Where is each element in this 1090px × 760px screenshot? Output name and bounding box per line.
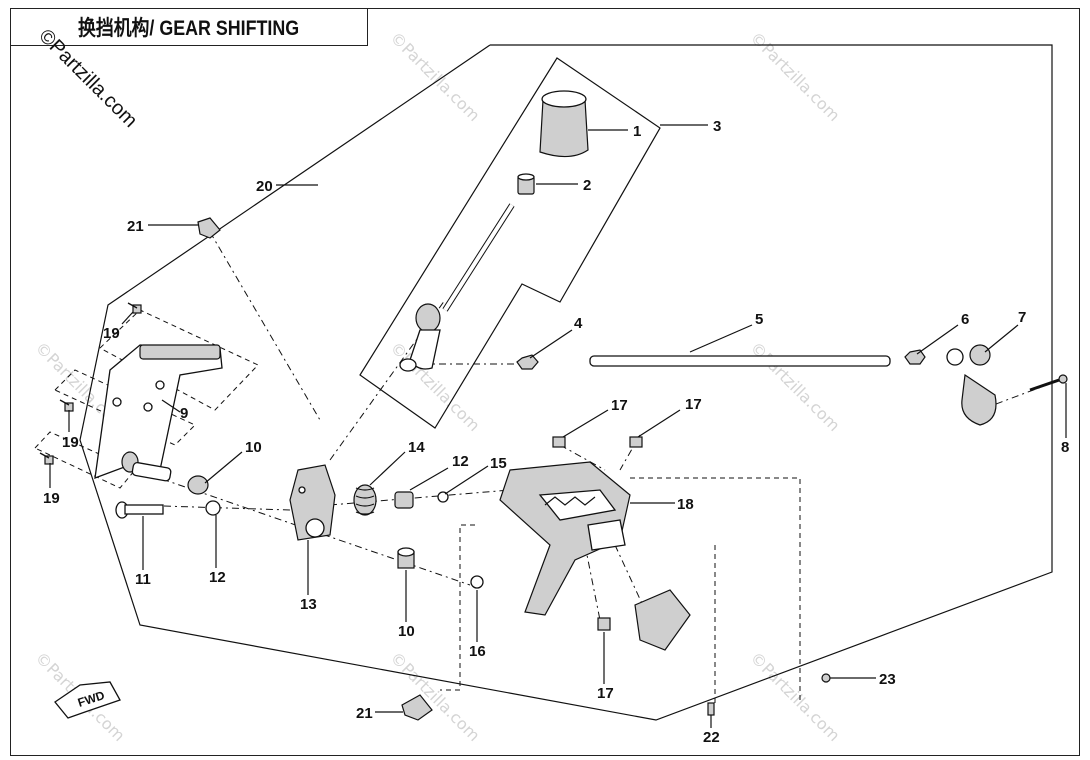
bolt-part-19 xyxy=(39,452,54,465)
callout-4: 4 xyxy=(574,315,583,332)
axis-line xyxy=(329,489,511,506)
assembly-outline-20 xyxy=(79,44,1053,721)
washer-part-23 xyxy=(821,673,831,683)
dashed-panel xyxy=(54,369,196,446)
bolt-part-17 xyxy=(629,436,643,448)
callout-16: 16 xyxy=(469,643,486,660)
callout-7: 7 xyxy=(1018,309,1026,326)
nut-part-4 xyxy=(516,354,539,370)
callout-19: 19 xyxy=(43,490,60,507)
ball-joint-arm-part-7 xyxy=(946,344,997,426)
axis-line xyxy=(584,544,601,621)
leader-line xyxy=(409,467,449,491)
callout-21: 21 xyxy=(127,218,144,235)
title-box xyxy=(10,8,368,46)
pin-part-11 xyxy=(115,501,164,519)
callout-21: 21 xyxy=(356,705,373,722)
dashed-bracket xyxy=(440,524,475,691)
callout-13: 13 xyxy=(300,596,317,613)
callout-6: 6 xyxy=(961,311,969,328)
leader-line xyxy=(161,399,181,413)
callout-14: 14 xyxy=(408,439,425,456)
leader-line xyxy=(529,329,573,359)
callout-18: 18 xyxy=(677,496,694,513)
bolt-part-17 xyxy=(597,617,611,631)
shift-gate-part-18 xyxy=(499,461,631,616)
leader-line xyxy=(916,324,959,355)
callout-11: 11 xyxy=(135,571,151,588)
leader-line xyxy=(562,409,609,438)
bolt-part-19 xyxy=(59,399,74,412)
callout-23: 23 xyxy=(879,671,896,688)
callout-12: 12 xyxy=(209,569,226,586)
callout-17: 17 xyxy=(611,397,628,414)
callout-10: 10 xyxy=(245,439,262,456)
callout-8: 8 xyxy=(1061,439,1069,456)
leader-line xyxy=(689,324,753,353)
leader-line xyxy=(204,451,243,484)
shift-lever xyxy=(399,203,515,372)
callout-3: 3 xyxy=(713,118,721,135)
shift-knob-part-1 xyxy=(539,90,589,158)
callout-20: 20 xyxy=(256,178,273,195)
bushing-part-10 xyxy=(397,547,415,569)
leader-line xyxy=(121,311,134,325)
callout-17: 17 xyxy=(597,685,614,702)
callout-19: 19 xyxy=(103,325,120,342)
bolt-part-17 xyxy=(552,436,566,448)
clip-part-21 xyxy=(197,217,221,239)
bushing-part-12 xyxy=(394,491,414,509)
leader-line xyxy=(984,324,1019,353)
clip-part-21 xyxy=(401,694,433,721)
nut-part-6 xyxy=(904,349,926,365)
callout-1: 1 xyxy=(633,123,641,140)
diagram-frame xyxy=(10,8,1080,756)
leader-line xyxy=(369,451,406,486)
spring-part-14 xyxy=(353,484,377,516)
dashed-bracket xyxy=(630,477,801,700)
washer-part-15 xyxy=(437,491,449,503)
bushing-part-10 xyxy=(187,475,209,495)
nut-part-2 xyxy=(517,173,535,195)
washer-part-16 xyxy=(470,575,484,589)
leader-line xyxy=(444,465,489,495)
fwd-arrow-icon: FWD xyxy=(54,681,121,719)
bolt-part-8 xyxy=(1029,374,1068,392)
washer-part-12 xyxy=(205,500,221,516)
callout-15: 15 xyxy=(490,455,507,472)
assembly-outline-3 xyxy=(359,57,661,429)
diagram-title: 换挡机构/ GEAR SHIFTING xyxy=(78,17,300,40)
cap xyxy=(634,589,691,651)
callout-9: 9 xyxy=(180,405,188,422)
bolt-part-19 xyxy=(127,302,142,314)
callout-19: 19 xyxy=(62,434,79,451)
axis-line xyxy=(614,544,646,611)
bracket-part-13 xyxy=(289,464,336,541)
callout-5: 5 xyxy=(755,311,763,328)
axis-line xyxy=(209,231,321,421)
leader-line xyxy=(637,409,681,438)
callout-2: 2 xyxy=(583,177,591,194)
callout-10: 10 xyxy=(398,623,415,640)
callout-12: 12 xyxy=(452,453,469,470)
shaft xyxy=(121,451,172,482)
shift-rod-part-5 xyxy=(589,355,891,367)
bracket-part-9 xyxy=(94,344,223,479)
callout-22: 22 xyxy=(703,729,720,746)
pin-part-22 xyxy=(707,702,715,716)
callout-17: 17 xyxy=(685,396,702,413)
